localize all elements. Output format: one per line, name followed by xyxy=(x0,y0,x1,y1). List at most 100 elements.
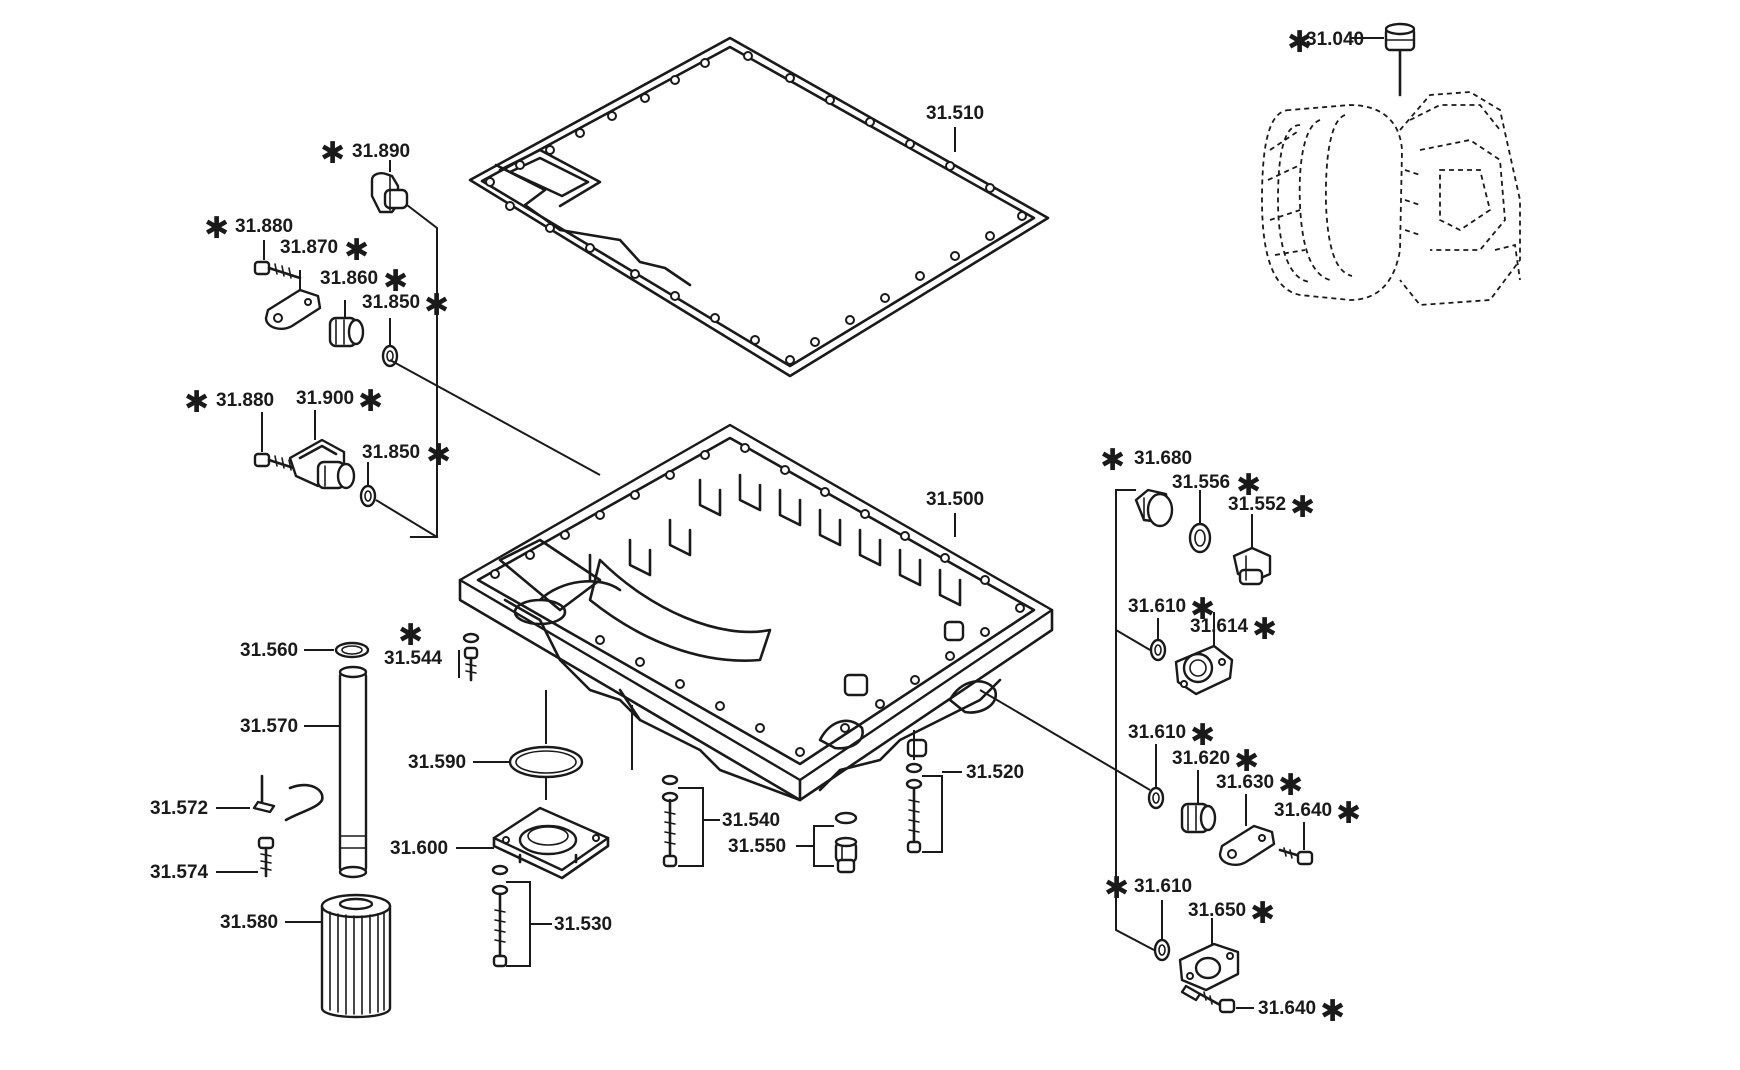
sensor-31860 xyxy=(328,316,365,348)
label-31544: ✱ 31.544 xyxy=(384,618,443,669)
label-31614: 31.614 ✱ xyxy=(1190,612,1277,647)
star-marker: ✱ xyxy=(1234,744,1259,779)
sensor-31620 xyxy=(1180,802,1217,834)
part-number: 31.650 xyxy=(1188,900,1246,921)
star-marker: ✱ xyxy=(398,618,423,653)
part-number: 31.550 xyxy=(728,836,786,857)
part-number: 31.580 xyxy=(220,912,278,933)
label-31580: 31.580 xyxy=(220,912,278,933)
star-marker: ✱ xyxy=(1250,896,1275,931)
label-31574: 31.574 xyxy=(150,862,209,883)
bolt-31640-b xyxy=(1198,991,1236,1014)
part-number: 31.544 xyxy=(384,648,443,669)
part-number: 31.572 xyxy=(150,798,208,819)
star-marker: ✱ xyxy=(424,288,449,323)
label-31890: ✱ 31.890 xyxy=(320,136,410,171)
label-31680: ✱ 31.680 xyxy=(1100,443,1192,478)
part-number: 31.552 xyxy=(1228,494,1286,515)
part-number: 31.556 xyxy=(1172,472,1230,493)
star-marker: ✱ xyxy=(184,385,209,420)
o-ring-31590 xyxy=(508,745,584,779)
part-number: 31.630 xyxy=(1216,772,1274,793)
bolt-31544 xyxy=(462,632,480,682)
seal-ring-31610-a xyxy=(1149,638,1167,662)
part-number: 31.600 xyxy=(390,838,448,859)
star-marker: ✱ xyxy=(1100,443,1125,478)
part-number: 31.640 xyxy=(1274,800,1332,821)
label-31510: 31.510 xyxy=(926,103,984,124)
star-marker: ✱ xyxy=(320,136,345,171)
gasket-bolt-holes xyxy=(485,51,1027,365)
sensor-housing-31900 xyxy=(288,438,356,490)
seal-ring-31850-lower xyxy=(359,484,377,508)
part-number: 31.610 xyxy=(1134,876,1192,897)
drain-plug-31550 xyxy=(834,811,858,874)
part-number: 31.570 xyxy=(240,716,298,737)
bracket-31630 xyxy=(1218,824,1276,866)
o-ring-31560 xyxy=(334,641,370,659)
label-31850-upper: 31.850 ✱ xyxy=(362,288,449,323)
label-31640-b: 31.640 ✱ xyxy=(1258,994,1345,1029)
bolt-31880-upper xyxy=(253,260,302,280)
oil-pan xyxy=(458,423,1054,802)
star-marker: ✱ xyxy=(358,384,383,419)
part-number: 31.610 xyxy=(1128,596,1186,617)
part-number: 31.850 xyxy=(362,442,420,463)
label-31550: 31.550 xyxy=(728,836,786,857)
oil-filter-31580 xyxy=(320,893,392,1019)
label-31556: 31.556 ✱ xyxy=(1172,468,1261,503)
plug-31552 xyxy=(1232,546,1272,586)
star-marker: ✱ xyxy=(1336,796,1361,831)
label-31500: 31.500 xyxy=(926,489,984,510)
seal-ring-31610-c xyxy=(1153,938,1171,962)
part-number: 31.850 xyxy=(362,292,420,313)
label-31640-a: 31.640 ✱ xyxy=(1274,796,1361,831)
sensor-31614 xyxy=(1174,644,1234,696)
star-marker: ✱ xyxy=(1190,592,1215,627)
part-number: 31.640 xyxy=(1258,998,1316,1019)
label-31900: 31.900 ✱ xyxy=(296,384,383,419)
star-marker: ✱ xyxy=(1320,994,1345,1029)
label-31850-lower: 31.850 ✱ xyxy=(362,438,451,473)
star-marker: ✱ xyxy=(426,438,451,473)
label-31520: 31.520 xyxy=(966,762,1024,783)
part-number: 31.880 xyxy=(235,216,293,237)
oil-pan-bolt-holes xyxy=(490,443,1025,757)
cover-31600 xyxy=(492,806,610,880)
star-marker: ✱ xyxy=(383,264,408,299)
label-31570: 31.570 xyxy=(240,716,298,737)
part-number: 31.890 xyxy=(352,141,410,162)
star-marker: ✱ xyxy=(204,211,229,246)
label-31620: 31.620 ✱ xyxy=(1172,744,1259,779)
bolt-31640-a xyxy=(1278,847,1314,866)
part-number: 31.530 xyxy=(554,914,612,935)
part-number: 31.574 xyxy=(150,862,209,883)
label-31560: 31.560 xyxy=(240,640,298,661)
part-number: 31.860 xyxy=(320,268,378,289)
part-number: 31.510 xyxy=(926,103,984,124)
bolts-31530 xyxy=(491,864,509,968)
part-number: 31.500 xyxy=(926,489,984,510)
part-number: 31.610 xyxy=(1128,722,1186,743)
seal-ring-31556 xyxy=(1188,522,1212,554)
part-number: 31.614 xyxy=(1190,616,1249,637)
label-31540: 31.540 xyxy=(722,810,780,831)
label-31572: 31.572 xyxy=(150,798,208,819)
seal-ring-31610-b xyxy=(1147,786,1165,810)
breather-cap xyxy=(1384,22,1416,52)
star-marker: ✱ xyxy=(1287,25,1312,60)
clip-31572 xyxy=(252,774,324,822)
star-marker: ✱ xyxy=(1236,468,1261,503)
bolts-31520 xyxy=(905,762,923,854)
label-31650: 31.650 ✱ xyxy=(1188,896,1275,931)
suction-pipe-31570 xyxy=(338,665,368,879)
label-31860: 31.860 ✱ xyxy=(320,264,408,299)
label-31590: 31.590 xyxy=(408,752,466,773)
part-number: 31.590 xyxy=(408,752,466,773)
bracket-31870 xyxy=(264,288,322,330)
label-31552: 31.552 ✱ xyxy=(1228,490,1315,525)
part-number: 31.870 xyxy=(280,237,338,258)
star-marker: ✱ xyxy=(1278,768,1303,803)
bolts-31540 xyxy=(661,774,679,868)
